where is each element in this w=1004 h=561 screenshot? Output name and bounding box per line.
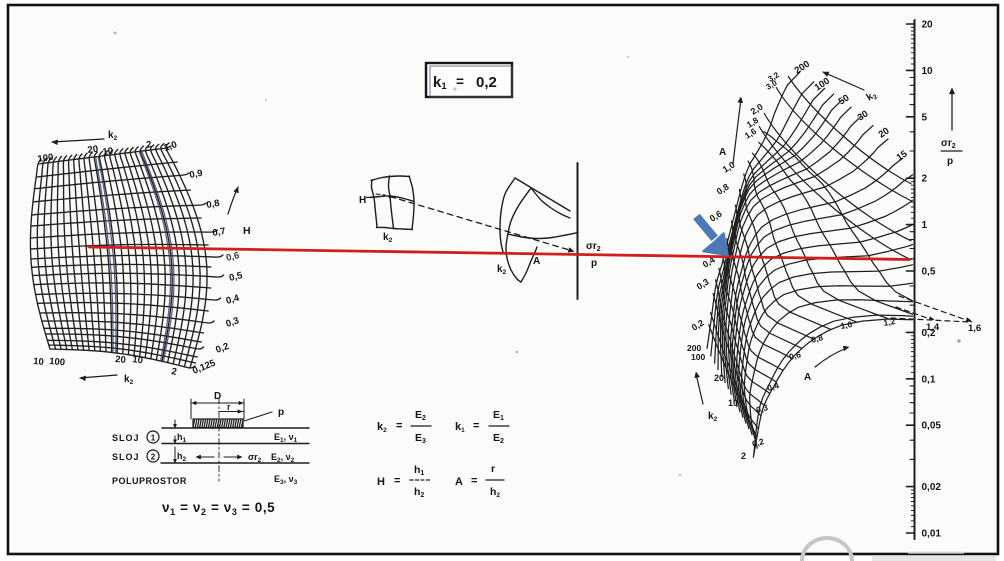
- svg-text:10: 10: [33, 356, 44, 368]
- svg-text:100: 100: [691, 352, 705, 362]
- svg-text:0,2: 0,2: [751, 436, 765, 449]
- svg-text:k2: k2: [497, 264, 507, 276]
- svg-text:k2: k2: [383, 232, 393, 244]
- svg-text:0,8: 0,8: [810, 332, 824, 345]
- svg-text:E3, ν3: E3, ν3: [274, 474, 298, 486]
- svg-text:E2: E2: [493, 432, 504, 445]
- svg-text:k2: k2: [108, 130, 118, 142]
- svg-text:0,6: 0,6: [225, 250, 240, 264]
- svg-text:h1: h1: [177, 432, 187, 444]
- svg-text:=: =: [471, 475, 477, 487]
- svg-text:20: 20: [922, 20, 934, 31]
- svg-text:1: 1: [151, 434, 156, 443]
- svg-text:1,6: 1,6: [968, 323, 981, 334]
- svg-text:10: 10: [102, 146, 114, 158]
- svg-text:H: H: [359, 195, 366, 206]
- svg-text:E1, ν1: E1, ν1: [274, 432, 298, 444]
- svg-text:20: 20: [87, 144, 99, 156]
- svg-text:2: 2: [145, 139, 152, 151]
- svg-text:p: p: [278, 407, 284, 418]
- svg-text:A: A: [533, 256, 540, 267]
- svg-text:p: p: [591, 258, 597, 269]
- svg-text:D: D: [214, 391, 221, 402]
- svg-text:10: 10: [728, 398, 738, 408]
- svg-text:0,4: 0,4: [225, 292, 241, 306]
- svg-text:1,2: 1,2: [883, 316, 897, 328]
- svg-text:0,1: 0,1: [922, 374, 936, 385]
- svg-text:10: 10: [922, 66, 934, 77]
- svg-text:E2: E2: [415, 409, 426, 422]
- svg-text:20: 20: [877, 126, 892, 141]
- svg-text:h2: h2: [177, 451, 187, 463]
- svg-text:200: 200: [687, 343, 701, 353]
- svg-text:100: 100: [49, 356, 66, 368]
- svg-text:0,05: 0,05: [922, 421, 942, 432]
- svg-text:h1: h1: [414, 464, 424, 477]
- svg-text:k2: k2: [708, 411, 718, 423]
- svg-text:0,3: 0,3: [225, 315, 241, 330]
- svg-text:H: H: [377, 476, 385, 488]
- svg-text:0,01: 0,01: [922, 529, 942, 540]
- svg-text:E1: E1: [493, 409, 504, 422]
- svg-text:50: 50: [837, 93, 852, 108]
- svg-text:0,4: 0,4: [766, 380, 780, 393]
- svg-text:k2: k2: [377, 421, 387, 434]
- svg-text:SLOJ: SLOJ: [112, 452, 140, 462]
- svg-text:2: 2: [151, 453, 156, 462]
- svg-text:=: =: [396, 420, 402, 432]
- svg-text:E2, ν2: E2, ν2: [271, 452, 295, 464]
- svg-text:h2: h2: [414, 486, 424, 499]
- svg-text:0,8: 0,8: [206, 198, 221, 211]
- svg-text:0,3: 0,3: [755, 402, 769, 415]
- svg-text:0,5: 0,5: [228, 270, 244, 284]
- svg-text:ν1 = ν2 = ν3 = 0,5: ν1 = ν2 = ν3 = 0,5: [162, 500, 275, 517]
- svg-text:20: 20: [714, 373, 724, 383]
- svg-text:SLOJ: SLOJ: [112, 433, 140, 443]
- svg-text:1,0: 1,0: [840, 319, 854, 331]
- svg-text:0,02: 0,02: [922, 482, 942, 493]
- svg-text:0,2: 0,2: [476, 74, 497, 91]
- svg-text:5: 5: [922, 112, 928, 123]
- svg-text:1,4: 1,4: [926, 322, 940, 333]
- svg-text:1,0: 1,0: [163, 139, 179, 154]
- svg-text:=: =: [473, 420, 479, 432]
- svg-text:0,5: 0,5: [922, 267, 936, 278]
- svg-text:0,2: 0,2: [922, 328, 936, 339]
- svg-text:A: A: [719, 147, 726, 158]
- svg-text:20: 20: [115, 354, 126, 366]
- svg-text:POLUPROSTOR: POLUPROSTOR: [112, 476, 187, 486]
- svg-text:0,2: 0,2: [214, 341, 230, 356]
- svg-text:H: H: [243, 225, 251, 237]
- svg-text:A: A: [804, 372, 811, 383]
- svg-text:p: p: [947, 156, 953, 167]
- svg-text:100: 100: [37, 152, 54, 165]
- svg-text:=: =: [456, 74, 464, 89]
- svg-text:2: 2: [170, 366, 177, 378]
- svg-text:0,7: 0,7: [212, 226, 227, 239]
- svg-text:30: 30: [856, 109, 871, 124]
- svg-text:r: r: [491, 463, 495, 475]
- svg-text:10: 10: [132, 354, 144, 366]
- svg-text:A: A: [455, 476, 463, 488]
- svg-text:2: 2: [922, 174, 928, 185]
- svg-text:k2: k2: [124, 374, 134, 386]
- svg-text:2: 2: [741, 451, 746, 461]
- svg-text:h2: h2: [490, 486, 500, 499]
- svg-text:0,9: 0,9: [189, 168, 204, 181]
- svg-text:r: r: [227, 402, 231, 412]
- svg-text:=: =: [394, 475, 400, 487]
- svg-text:E3: E3: [415, 432, 426, 445]
- svg-text:1: 1: [922, 220, 928, 231]
- svg-text:k1: k1: [455, 421, 465, 434]
- svg-text:0,6: 0,6: [788, 349, 802, 362]
